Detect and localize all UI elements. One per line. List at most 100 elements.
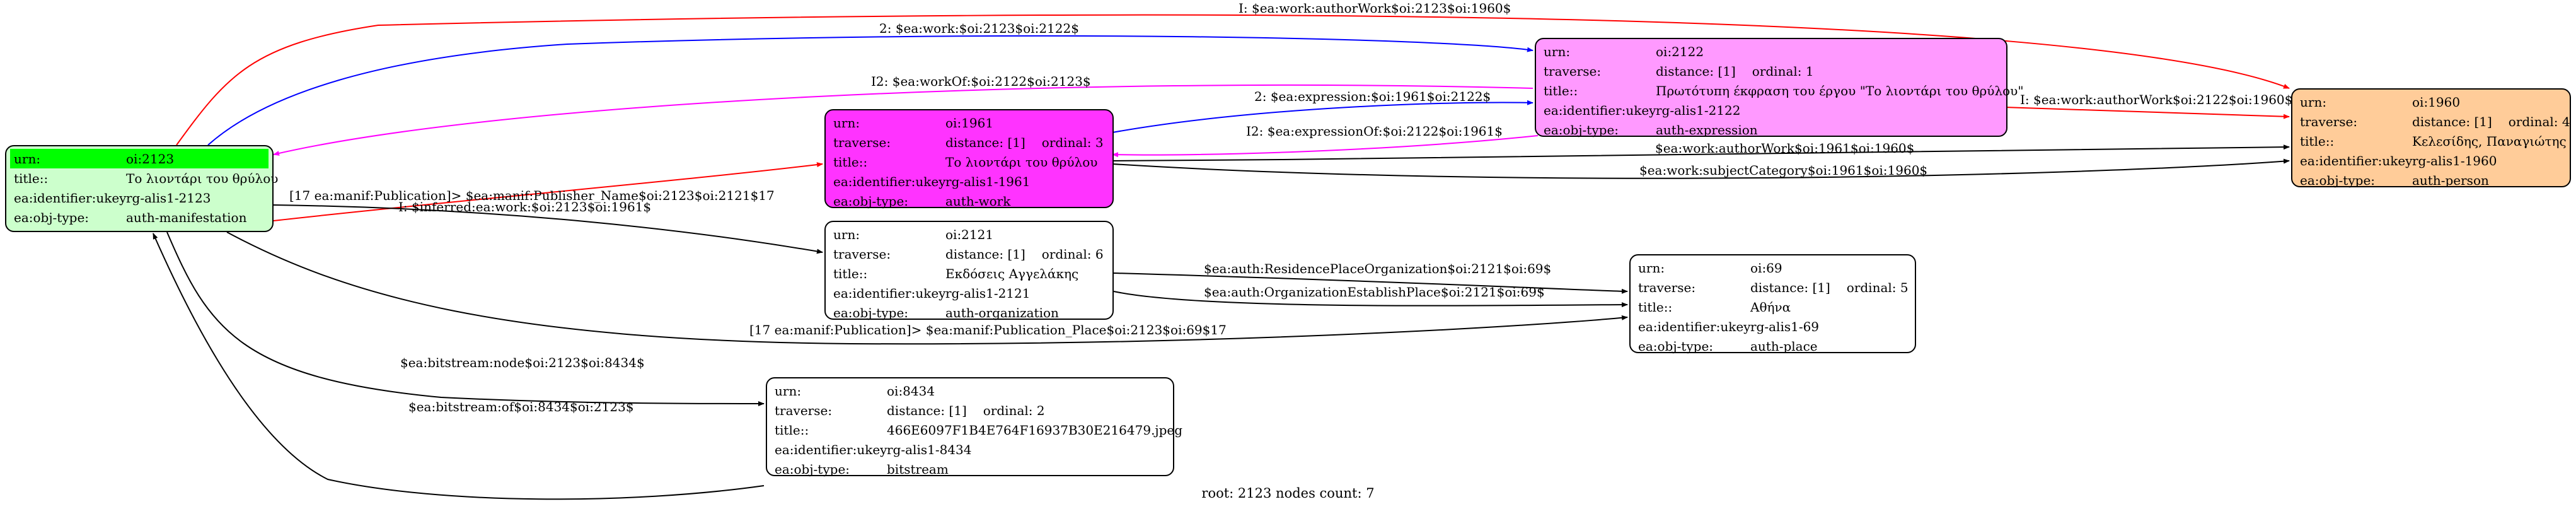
- field-value: distance: [1] ordinal: 2: [887, 403, 1165, 418]
- field-key: urn:: [14, 151, 41, 167]
- edge-work-to-expression-expression: [1112, 100, 1533, 133]
- node-type-row: ea:obj-type:bitstream: [775, 459, 1165, 479]
- node-type-row: ea:obj-type: auth-work: [833, 191, 1105, 211]
- field-key: ea:obj-type:: [833, 193, 909, 209]
- edge-organization-to-place-residence: [1113, 272, 1628, 294]
- node-title-row: title::Πρωτότυπη έκφραση του έργου "Το λ…: [1544, 81, 2024, 100]
- field-key: ea:identifier:ukey: [833, 285, 946, 301]
- edge-label-e1: I: $ea:work:authorWork$oi:2123$oi:1960$: [1239, 1, 1511, 16]
- field-key: ea:identifier:ukey: [2300, 153, 2413, 168]
- field-value: distance: [1]ordinal: 3: [945, 135, 1105, 150]
- node-title-row: title::466E6097F1B4E764F16937B30E216479.…: [775, 420, 1182, 440]
- node-urn-row: urn:oi:1960: [2300, 92, 2562, 112]
- traverse-distance: distance: [1]: [1750, 279, 1830, 295]
- field-key: urn:: [1544, 44, 1571, 59]
- field-value: Πρωτότυπη έκφραση του έργου "Το λιοντάρι…: [1656, 83, 2024, 98]
- edge-label-e7: I: $inferred:ea:work:$oi:2123$oi:1961$: [398, 199, 651, 214]
- edge-label-e15: $ea:bitstream:of$oi:8434$oi:2123$: [408, 399, 634, 414]
- field-key: title::: [1638, 299, 1673, 315]
- edge-label-e4: 2: $ea:expression:$oi:1961$oi:2122$: [1254, 89, 1491, 104]
- field-value: Αθήνα: [1750, 299, 1791, 315]
- node-urn-row: urn:oi:8434: [775, 381, 1165, 401]
- traverse-distance: distance: [1]: [1656, 63, 1736, 79]
- field-value: oi:2121: [945, 226, 994, 242]
- edge-label-e9: $ea:work:subjectCategory$oi:1961$oi:1960…: [1639, 163, 1927, 178]
- field-key: ea:identifier:ukey: [833, 173, 946, 189]
- traverse-ordinal: ordinal: 5: [1846, 279, 1909, 295]
- field-value: auth-organization: [945, 305, 1059, 320]
- node-organization[interactable]: urn: oi:2121 traverse: distance: [1]ordina…: [824, 221, 1114, 320]
- field-value: Το λιοντάρι του θρύλου: [945, 154, 1098, 170]
- field-key: urn:: [775, 383, 802, 399]
- field-value: Κελεσίδης, Παναγιώτης: [2412, 133, 2567, 149]
- field-key: urn:: [833, 226, 860, 242]
- traverse-ordinal: ordinal: 2: [983, 402, 1045, 418]
- field-key: traverse:: [833, 246, 891, 262]
- node-traverse-row: traverse: distance: [1]ordinal: 4: [2300, 112, 2570, 131]
- node-place[interactable]: urn:oi:69 traverse:distance: [1]ordinal:…: [1629, 254, 1916, 356]
- node-urn-row: urn: oi:2121: [833, 225, 1105, 244]
- node-person[interactable]: urn:oi:1960 traverse: distance: [1]ordina…: [2291, 88, 2571, 190]
- edge-label-e3: I2: $ea:workOf:$oi:2122$oi:2123$: [871, 74, 1091, 89]
- node-type-row: ea:obj-type: auth-place: [1638, 336, 1907, 356]
- traverse-ordinal: ordinal: 6: [1041, 246, 1104, 262]
- field-value: rg-alis1-1961: [945, 173, 1031, 189]
- field-key: title::: [833, 266, 868, 281]
- field-value: Εκδόσεις Αγγελάκης: [945, 266, 1079, 281]
- field-key: ea:obj-type:: [2300, 172, 2376, 188]
- traverse-ordinal: ordinal: 3: [1041, 134, 1104, 150]
- field-key: traverse:: [2300, 114, 2358, 129]
- edge-expression-to-person-authorwork: [2004, 107, 2290, 119]
- node-type-row: ea:obj-type:auth-person: [2300, 170, 2562, 190]
- edge-label-e12: $ea:auth:OrganizationEstablishPlace$oi:2…: [1204, 284, 1545, 300]
- field-value: auth-work: [945, 193, 1011, 209]
- field-key: ea:identifier:ukey: [1638, 319, 1751, 334]
- field-key: ea:identifier:ukey: [1544, 102, 1656, 118]
- graph-footer: root: 2123 nodes count: 7: [1201, 486, 1375, 501]
- traverse-distance: distance: [1]: [887, 402, 967, 418]
- field-value: distance: [1]ordinal: 4: [2412, 114, 2570, 129]
- edge-manifestation-to-expression-work: [207, 35, 1533, 146]
- node-traverse-row: traverse:distance: [1]ordinal: 2: [775, 401, 1165, 420]
- node-traverse-row: traverse:distance: [1]ordinal: 5: [1638, 278, 1909, 297]
- edge-expression-to-manifestation-workof: [273, 84, 1533, 156]
- field-value: bitstream: [887, 461, 949, 477]
- field-key: urn:: [1638, 260, 1665, 276]
- node-bitstream[interactable]: urn:oi:8434 traverse:distance: [1]ordina…: [766, 377, 1182, 479]
- node-traverse-row: traverse: distance: [1]ordinal: 6: [833, 244, 1105, 264]
- node-urn-row: urn:oi:2123: [10, 149, 269, 168]
- node-expression[interactable]: urn:oi:2122 traverse: distance: [1]ordina…: [1535, 38, 2024, 137]
- node-urn-row: urn:oi:1961: [833, 113, 1105, 132]
- node-type-row: ea:obj-type:auth-manifestation: [14, 208, 265, 227]
- field-value: distance: [1]ordinal: 1: [1656, 64, 1999, 79]
- field-value: rg-alis1-8434: [887, 442, 972, 457]
- field-key: title::: [1544, 83, 1578, 98]
- node-manifestation[interactable]: urn:oi:2123 title::Το λιοντάρι του θρύλο…: [5, 145, 278, 232]
- edge-manifestation-to-place-publicationplace: [226, 231, 1628, 345]
- field-key: ea:obj-type:: [14, 209, 90, 225]
- node-title-row: title::Το λιοντάρι του θρύλου: [14, 168, 278, 188]
- node-work[interactable]: urn:oi:1961 traverse:distance: [1]ordina…: [824, 109, 1114, 211]
- edge-label-e11: $ea:auth:ResidencePlaceOrganization$oi:2…: [1204, 261, 1551, 276]
- edge-expression-to-work-expressionof: [1112, 135, 1539, 158]
- edge-work-to-person-subjectcategory: [1112, 158, 2290, 179]
- field-value: auth-expression: [1656, 122, 1758, 137]
- field-key: ea:obj-type:: [1638, 338, 1714, 354]
- edge-label-e6: I2: $ea:expressionOf:$oi:2122$oi:1961$: [1246, 124, 1503, 139]
- field-key: urn:: [833, 115, 860, 131]
- field-key: title::: [14, 170, 49, 186]
- edge-manifestation-to-work-inferred: [273, 162, 823, 221]
- field-key: ea:obj-type:: [1544, 122, 1619, 137]
- node-urn-row: urn:oi:2122: [1544, 42, 1999, 61]
- node-traverse-row: traverse:distance: [1]ordinal: 3: [833, 132, 1105, 152]
- edge-label-e13: [17 ea:manif:Publication]> $ea:manif:Pub…: [749, 322, 1227, 337]
- field-value: distance: [1]ordinal: 6: [945, 247, 1105, 262]
- field-value: auth-place: [1750, 338, 1818, 354]
- field-key: traverse:: [1544, 63, 1602, 79]
